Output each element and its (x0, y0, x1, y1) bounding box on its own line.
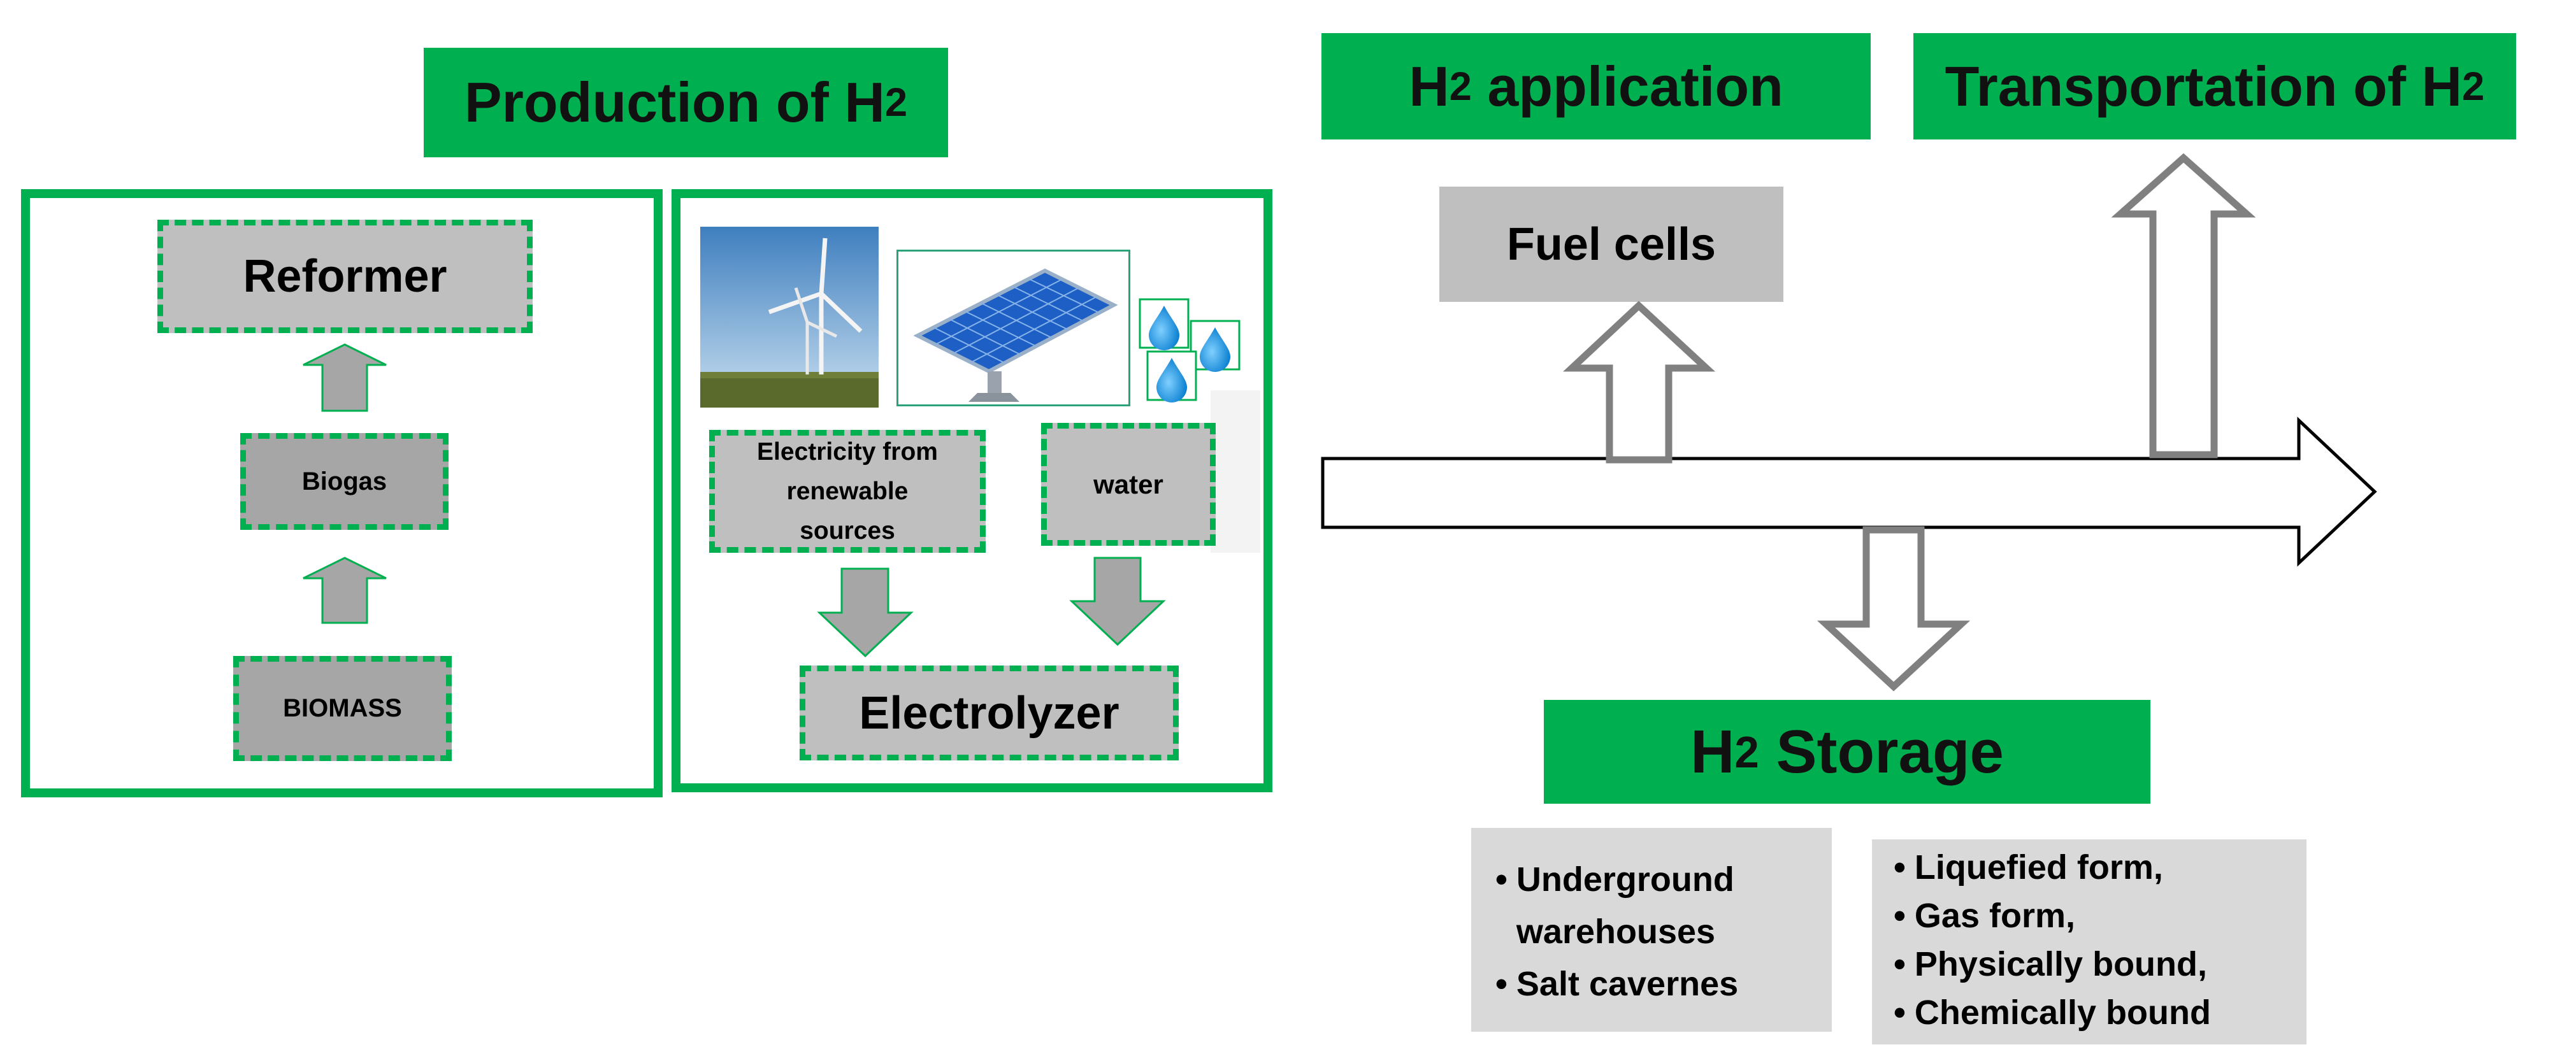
fuel-cells-box: Fuel cells (1439, 187, 1783, 302)
timeline-arrow (1321, 417, 2377, 567)
wind-turbine-icon (700, 227, 879, 408)
transportation-arrow (2111, 153, 2256, 459)
list-item: Salt cavernes (1495, 958, 1832, 1010)
electricity-line-2: renewable (786, 477, 909, 505)
water-to-electrolyzer-arrow (1069, 557, 1166, 646)
electricity-to-electrolyzer-arrow (817, 567, 914, 658)
application-title-h: H (1409, 54, 1450, 118)
solar-panel-icon (896, 250, 1130, 406)
transportation-title-subscript: 2 (2462, 64, 2485, 109)
biomass-to-biogas-arrow (303, 557, 387, 624)
list-item: Underground warehouses (1495, 853, 1832, 958)
storage-title-h: H (1690, 717, 1735, 786)
list-item: Liquefied form, (1894, 843, 2306, 892)
fuel-cells-label: Fuel cells (1506, 218, 1716, 270)
biomass-label: BIOMASS (283, 694, 402, 722)
application-title-text: application (1471, 54, 1783, 118)
storage-title-subscript: 2 (1734, 727, 1759, 777)
electrolyzer-label: Electrolyzer (859, 687, 1119, 739)
water-box: water (1041, 423, 1216, 546)
biogas-label: Biogas (301, 467, 387, 495)
underground-storage-box: Underground warehouses Salt cavernes (1471, 828, 1832, 1032)
electrolyzer-box: Electrolyzer (800, 666, 1179, 760)
application-title-subscript: 2 (1449, 64, 1472, 109)
reformer-label: Reformer (243, 251, 447, 302)
electricity-line-3: sources (800, 516, 895, 545)
electricity-label: Electricity from renewable sources (757, 432, 938, 551)
image-backdrop (1211, 390, 1260, 553)
underground-storage-list: Underground warehouses Salt cavernes (1495, 853, 1832, 1010)
list-item: Chemically bound (1894, 988, 2306, 1037)
biogas-box: Biogas (240, 433, 449, 530)
reformer-box: Reformer (157, 220, 533, 333)
biomass-box: BIOMASS (233, 656, 452, 761)
transportation-title-text: Transportation of H (1945, 54, 2463, 118)
water-label: water (1093, 469, 1163, 499)
biogas-to-reformer-arrow (303, 343, 387, 412)
list-item: Gas form, (1894, 892, 2306, 940)
storage-forms-box: Liquefied form, Gas form, Physically bou… (1872, 839, 2306, 1044)
production-title-text: Production of H (464, 71, 885, 134)
storage-arrow (1817, 526, 1971, 692)
storage-forms-list: Liquefied form, Gas form, Physically bou… (1894, 843, 2306, 1037)
electricity-line-1: Electricity from (757, 438, 938, 466)
list-item: Physically bound, (1894, 940, 2306, 988)
application-arrow (1563, 301, 1716, 464)
storage-title-text: Storage (1759, 717, 2004, 786)
water-drops-icon (1139, 298, 1260, 405)
electricity-box: Electricity from renewable sources (709, 430, 986, 553)
production-title-subscript: 2 (884, 80, 908, 125)
